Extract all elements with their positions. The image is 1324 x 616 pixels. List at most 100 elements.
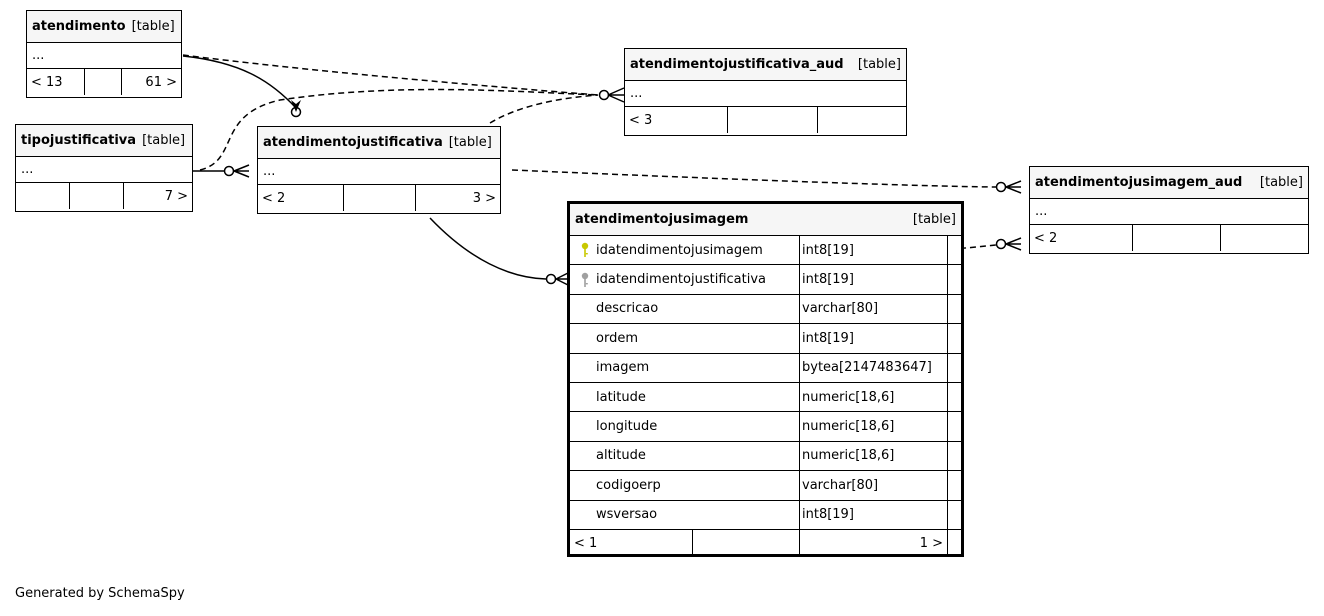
column-row[interactable]: idatendimentojustificativa int8[19] xyxy=(570,265,961,295)
edge-atendimentojustificativa-to-jusimagem xyxy=(429,217,547,280)
edge-atendimento-to-atendimentojustificativa xyxy=(182,55,297,109)
footer-spacer xyxy=(70,183,124,209)
column-row[interactable]: idatendimentojusimagem int8[19] xyxy=(570,236,961,266)
column-name: ordem xyxy=(596,330,638,346)
table-atendimentojusimagem[interactable]: atendimentojusimagem [table] idatendimen… xyxy=(567,201,964,557)
table-atendimento[interactable]: atendimento [table] ... < 13 61 > xyxy=(26,10,182,98)
table-name: atendimento xyxy=(32,19,126,34)
columns-ellipsis: ... xyxy=(1030,199,1308,225)
column-row[interactable]: codigoerp varchar[80] xyxy=(570,471,961,501)
column-type: int8[19] xyxy=(800,324,948,353)
column-name: descricao xyxy=(596,301,659,317)
table-tag: [table] xyxy=(857,57,901,72)
edge-crowfoot xyxy=(1005,237,1022,251)
table-header: atendimentojusimagem [table] xyxy=(570,204,961,236)
column-row[interactable]: longitude numeric[18,6] xyxy=(570,412,961,442)
generated-by-note: Generated by SchemaSpy xyxy=(15,586,185,601)
footer-spacer xyxy=(693,529,800,557)
parents-count: < 3 xyxy=(625,107,728,133)
footer-spacer xyxy=(1133,225,1221,251)
footer-spacer xyxy=(16,183,70,209)
column-row[interactable]: latitude numeric[18,6] xyxy=(570,382,961,413)
column-type: numeric[18,6] xyxy=(800,441,948,471)
table-footer: 7 > xyxy=(16,183,192,209)
parents-count: < 2 xyxy=(1030,225,1133,251)
columns-ellipsis: ... xyxy=(16,157,192,183)
children-count: 1 > xyxy=(800,529,948,557)
column-type: bytea[2147483647] xyxy=(800,353,948,382)
table-header: atendimentojustificativa [table] xyxy=(258,127,500,159)
column-row[interactable]: ordem int8[19] xyxy=(570,324,961,354)
column-type: int8[19] xyxy=(800,500,948,529)
parents-count: < 13 xyxy=(27,69,85,95)
table-footer: < 2 3 > xyxy=(258,185,500,211)
column-name: altitude xyxy=(596,448,646,464)
edge-atendimento-to-aud xyxy=(182,54,599,96)
table-tag: [table] xyxy=(912,212,956,227)
column-name: longitude xyxy=(596,419,658,435)
children-count: 7 > xyxy=(164,188,188,204)
column-name: latitude xyxy=(596,389,646,405)
table-tipojustificativa[interactable]: tipojustificativa [table] ... 7 > xyxy=(15,124,193,212)
table-atendimentojustificativa-aud[interactable]: atendimentojustificativa_aud [table] ...… xyxy=(624,48,907,136)
column-name: idatendimentojusimagem xyxy=(596,242,763,258)
footer-spacer xyxy=(1221,225,1308,251)
children-count: 61 > xyxy=(145,74,177,90)
table-name: atendimentojustificativa xyxy=(263,135,443,150)
table-name: atendimentojusimagem xyxy=(575,212,749,227)
edge-crowfoot xyxy=(233,164,250,178)
edge-end-circle xyxy=(995,238,1007,250)
children-count: 3 > xyxy=(472,190,496,206)
column-type: numeric[18,6] xyxy=(800,382,948,412)
table-atendimentojustificativa[interactable]: atendimentojustificativa [table] ... < 2… xyxy=(257,126,501,214)
table-tag: [table] xyxy=(131,19,175,34)
table-name: atendimentojusimagem_aud xyxy=(1035,175,1243,190)
column-type: int8[19] xyxy=(800,265,948,294)
column-type: int8[19] xyxy=(800,236,948,265)
column-name: codigoerp xyxy=(596,477,661,493)
table-footer: < 13 61 > xyxy=(27,69,181,95)
table-atendimentojusimagem-aud[interactable]: atendimentojusimagem_aud [table] ... < 2 xyxy=(1029,166,1309,254)
column-list: idatendimentojusimagem int8[19] idatendi… xyxy=(570,236,961,530)
table-footer: < 2 xyxy=(1030,225,1308,251)
table-tag: [table] xyxy=(448,135,492,150)
columns-ellipsis: ... xyxy=(258,159,500,185)
column-row[interactable]: altitude numeric[18,6] xyxy=(570,441,961,472)
column-type: numeric[18,6] xyxy=(800,412,948,441)
table-footer: < 1 1 > xyxy=(570,529,961,557)
column-row[interactable]: wsversao int8[19] xyxy=(570,500,961,530)
column-row[interactable]: imagem bytea[2147483647] xyxy=(570,353,961,383)
edge-end-circle xyxy=(545,273,557,285)
table-footer: < 3 xyxy=(625,107,906,133)
table-name: tipojustificativa xyxy=(21,133,137,148)
parents-count: < 1 xyxy=(570,529,693,557)
edge-crowfoot xyxy=(607,87,625,103)
edge-atendimentojustificativa-to-aud xyxy=(489,94,599,124)
column-row[interactable]: descricao varchar[80] xyxy=(570,294,961,325)
foreign-key-icon xyxy=(574,272,596,288)
table-header: atendimento [table] xyxy=(27,11,181,43)
footer-spacer xyxy=(818,107,906,133)
primary-key-icon xyxy=(574,242,596,258)
table-name: atendimentojustificativa_aud xyxy=(630,57,844,72)
edge-arrowhead xyxy=(291,100,301,112)
column-name: idatendimentojustificativa xyxy=(596,272,766,288)
column-type: varchar[80] xyxy=(800,471,948,500)
table-tag: [table] xyxy=(1259,175,1303,190)
columns-ellipsis: ... xyxy=(27,43,181,69)
column-name: wsversao xyxy=(596,507,658,523)
column-type: varchar[80] xyxy=(800,294,948,324)
table-tag: [table] xyxy=(142,133,186,148)
edge-atendimentojustificativa-to-jusimagem-aud xyxy=(511,169,997,188)
edge-end-circle xyxy=(598,89,610,101)
edge-tipojustificativa-to-aud xyxy=(199,88,599,171)
footer-spacer xyxy=(85,69,122,95)
column-name: imagem xyxy=(596,360,650,376)
footer-spacer xyxy=(728,107,818,133)
edge-crowfoot xyxy=(1005,180,1022,194)
footer-spacer xyxy=(344,185,416,211)
columns-ellipsis: ... xyxy=(625,81,906,107)
table-header: atendimentojustificativa_aud [table] xyxy=(625,49,906,81)
table-header: atendimentojusimagem_aud [table] xyxy=(1030,167,1308,199)
